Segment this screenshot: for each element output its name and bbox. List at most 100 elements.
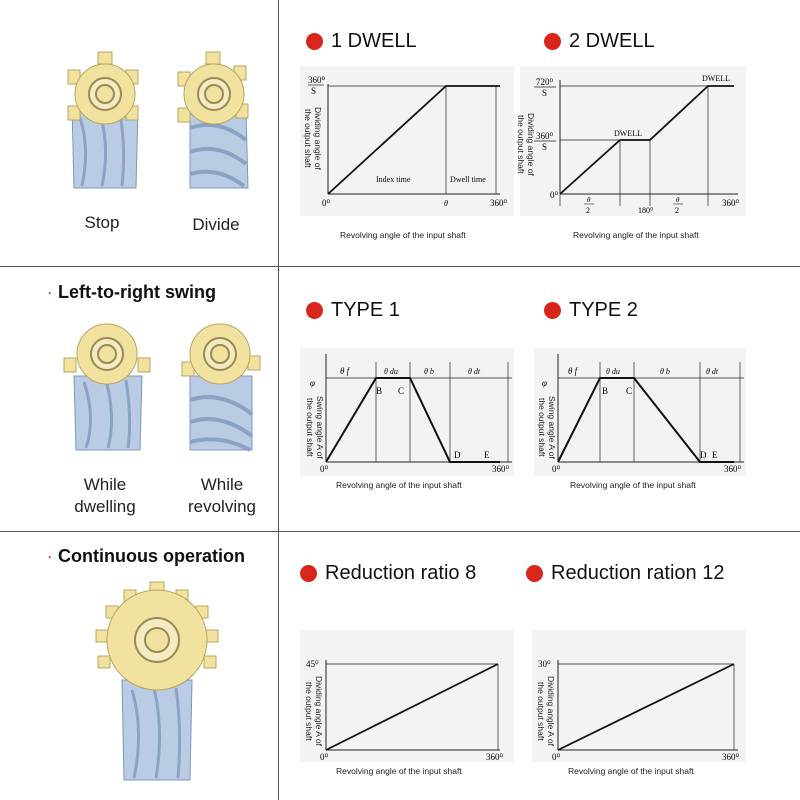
caption-line: While [200, 475, 244, 494]
x-axis-label: Revolving angle of the input shaft [570, 480, 696, 490]
annotation: DWELL [702, 74, 730, 83]
tick-label: 0⁰ [552, 464, 561, 474]
chart-panel-type-2 [534, 348, 746, 476]
annotation: θ du [606, 367, 620, 376]
chart-panel-1-dwell [300, 66, 514, 216]
annotation: θ du [384, 367, 398, 376]
tick-label: 180⁰ [638, 206, 653, 215]
stop-gear-illustration [67, 51, 139, 189]
tick-label: 360⁰ [722, 198, 740, 208]
red-dot-icon [526, 565, 543, 582]
section-continuous-operation: ·Continuous operation [48, 546, 245, 567]
y-axis-label: Swing angle A of the output shaft [305, 395, 325, 459]
heading-text: Reduction ratio 8 [325, 562, 477, 584]
bullet-icon: · [48, 286, 52, 301]
tick-label: 2 [675, 206, 679, 215]
heading-1-dwell: 1 DWELL [306, 30, 417, 53]
red-dot-icon [306, 302, 323, 319]
divider-1 [0, 266, 800, 267]
revolving-gear-illustration [181, 323, 261, 452]
series-line [327, 85, 500, 195]
tick-label: 0⁰ [552, 752, 561, 762]
y-axis-label: Dividing angle of the output shaft [516, 112, 536, 176]
heading-text: 2 DWELL [569, 30, 655, 52]
heading-text: Reduction ration 12 [551, 562, 725, 584]
tick-label: 45⁰ [306, 659, 319, 669]
section-label: Continuous operation [58, 546, 245, 566]
heading-reduction-ratio-12: Reduction ration 12 [526, 562, 724, 585]
y-axis-label: Dividing angle of the output shaft [303, 106, 323, 170]
x-axis-label: Revolving angle of the input shaft [573, 230, 699, 240]
divider-2 [0, 531, 800, 532]
tick-label: 720⁰ [536, 77, 554, 87]
tick-label: 0⁰ [550, 190, 559, 200]
annotation: θ f [568, 366, 579, 376]
chart-type-2: θ f θ du θ b θ dt B C D E φ 0⁰ 360⁰ [542, 354, 744, 474]
point-label: B [602, 386, 608, 396]
x-axis-label: Revolving angle of the input shaft [336, 480, 462, 490]
series-line [559, 85, 734, 195]
tick-label: 360⁰ [536, 131, 554, 141]
tick-label: S [311, 86, 316, 96]
point-label: D [700, 450, 707, 460]
caption-while-dwelling: While dwelling [60, 474, 150, 518]
tick-label: θ [676, 196, 680, 204]
tick-label: 0⁰ [322, 198, 331, 208]
annotation: θ dt [468, 367, 481, 376]
divide-gear-illustration [177, 51, 249, 189]
section-label: Left-to-right swing [58, 282, 216, 302]
point-label: E [712, 450, 718, 460]
tick-label: 2 [586, 206, 590, 215]
y-axis-label: Swing angle A of the output shaft [537, 395, 557, 459]
series-line [557, 377, 734, 463]
tick-label: 360⁰ [492, 464, 510, 474]
heading-2-dwell: 2 DWELL [544, 30, 655, 53]
chart-reduction-ratio-12: 30⁰ 0⁰ 360⁰ [538, 659, 740, 762]
x-axis-label: Revolving angle of the input shaft [568, 766, 694, 776]
red-dot-icon [544, 33, 561, 50]
y-axis-label: Dividing angle A of the output shaft [304, 676, 324, 746]
tick-label: θ [587, 196, 591, 204]
heading-type-1: TYPE 1 [306, 299, 400, 322]
caption-line: revolving [187, 497, 257, 516]
annotation: θ dt [706, 367, 719, 376]
chart-reduction-ratio-8: 45⁰ 0⁰ 360⁰ [306, 659, 504, 762]
tick-label: S [542, 142, 547, 152]
heading-text: TYPE 2 [569, 299, 638, 321]
heading-type-2: TYPE 2 [544, 299, 638, 322]
series-line [325, 663, 499, 751]
red-dot-icon [300, 565, 317, 582]
point-label: C [398, 386, 404, 396]
section-left-to-right-swing: · Left-to-right swing [48, 282, 216, 303]
y-axis-label: Dividing angle A of the output shaft [536, 676, 556, 746]
heading-text: 1 DWELL [331, 30, 417, 52]
tick-label: 360⁰ [490, 198, 508, 208]
point-label: E [484, 450, 490, 460]
divider-vertical [278, 0, 279, 800]
tick-label: 0⁰ [320, 464, 329, 474]
tick-label: θ [444, 199, 448, 208]
tick-label: 360⁰ [722, 752, 740, 762]
continuous-gear-illustration [95, 581, 219, 781]
tick-label: φ [310, 378, 315, 388]
caption-stop: Stop [84, 213, 120, 232]
annotation: Index time [376, 175, 411, 184]
x-axis-label: Revolving angle of the input shaft [340, 230, 466, 240]
point-label: B [376, 386, 382, 396]
tick-label: φ [542, 378, 547, 388]
chart-type-1: θ f θ du θ b θ dt B C D E φ 0⁰ 360⁰ [310, 354, 512, 474]
heading-reduction-ratio-8: Reduction ratio 8 [300, 562, 476, 585]
chart-panel-ratio-12 [532, 630, 746, 762]
chart-panel-type-1 [300, 348, 514, 476]
annotation: θ b [424, 367, 434, 376]
point-label: C [626, 386, 632, 396]
caption-while-revolving: While revolving [172, 474, 272, 518]
red-dot-icon [306, 33, 323, 50]
caption-line: dwelling [74, 497, 136, 516]
chart-panel-ratio-8 [300, 630, 514, 762]
red-dot-icon [544, 302, 561, 319]
tick-label: 0⁰ [320, 752, 329, 762]
dwelling-gear-illustration [63, 323, 151, 451]
heading-text: TYPE 1 [331, 299, 400, 321]
tick-label: 360⁰ [486, 752, 504, 762]
